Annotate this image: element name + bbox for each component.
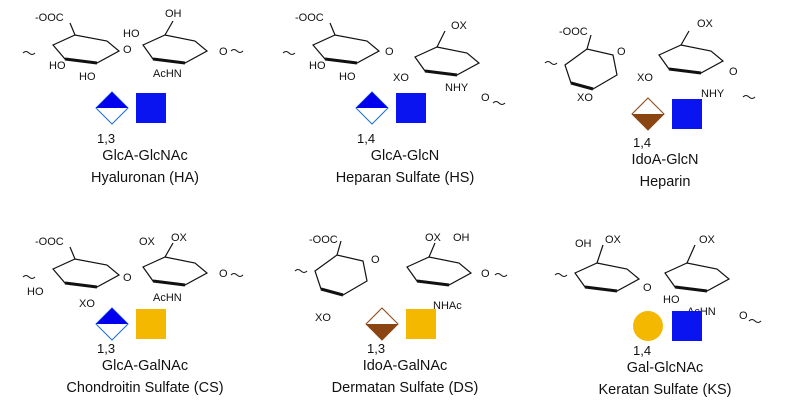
svg-text:XO: XO (79, 298, 95, 310)
structure-glca-glcnac: -OOC HO HO O OH HO AcHN O (22, 8, 244, 83)
svg-text:O: O (617, 46, 626, 58)
panel-heparan-sulfate: -OOC HO HO O OX XO NHY O 1,4 GlcA-GlcN H (275, 5, 535, 210)
snfg-symbols (631, 309, 713, 349)
panel-chondroitin-sulfate: -OOC HO XO O OX OX AcHN O 1,3 GlcA-GalNA… (15, 215, 275, 420)
svg-text:OH: OH (165, 8, 182, 20)
glcn-square-icon (672, 99, 702, 129)
glca-diamond-icon (95, 91, 129, 125)
glcnac-square-icon (672, 311, 702, 341)
svg-text:O: O (219, 46, 228, 58)
snfg-symbols (95, 307, 177, 347)
galnac-square-icon (136, 309, 166, 339)
glca-diamond-icon (95, 307, 129, 341)
gag-name: Heparan Sulfate (HS) (335, 170, 475, 186)
disaccharide-name: GlcA-GlcNAc (102, 148, 188, 164)
svg-text:O: O (371, 254, 380, 266)
disaccharide-name: GlcA-GalNAc (101, 358, 189, 374)
gag-name: Dermatan Sulfate (DS) (331, 380, 479, 396)
linkage-label: 1,3 (97, 341, 116, 356)
svg-text:HO: HO (309, 60, 326, 72)
svg-text:O: O (481, 92, 490, 104)
svg-text:O: O (385, 46, 394, 58)
snfg-symbols (355, 91, 437, 131)
svg-text:-OOC: -OOC (309, 234, 338, 246)
snfg-symbols (631, 97, 713, 137)
galnac-square-icon (406, 309, 436, 339)
svg-text:NHAc: NHAc (433, 300, 462, 312)
svg-text:O: O (123, 44, 132, 56)
svg-text:HO: HO (663, 294, 680, 306)
disaccharide-name: Gal-GlcNAc (626, 360, 704, 376)
linkage-label: 1,4 (633, 343, 652, 358)
svg-text:OX: OX (605, 234, 622, 246)
svg-text:O: O (739, 310, 748, 322)
panel-heparin: -OOC O XO OX XO NHY O 1,4 IdoA-GlcN Hepa… (535, 5, 795, 210)
gag-name: Keratan Sulfate (KS) (598, 382, 732, 398)
gag-name: Hyaluronan (HA) (91, 170, 199, 186)
disaccharide-name: GlcA-GlcN (370, 148, 440, 164)
svg-text:HO: HO (49, 60, 66, 72)
svg-text:OX: OX (699, 234, 716, 246)
svg-text:HO: HO (123, 28, 140, 40)
linkage-label: 1,3 (367, 341, 386, 356)
structure-idoa-glcn: -OOC O XO OX XO NHY O (544, 18, 756, 104)
svg-text:HO: HO (339, 71, 356, 83)
snfg-symbols (95, 91, 177, 131)
svg-text:XO: XO (577, 92, 593, 104)
svg-text:OX: OX (171, 232, 188, 244)
svg-text:O: O (643, 282, 652, 294)
svg-text:NHY: NHY (701, 88, 725, 100)
svg-text:OX: OX (451, 20, 468, 32)
svg-text:O: O (729, 66, 738, 78)
svg-text:O: O (481, 268, 490, 280)
glca-diamond-icon (355, 91, 389, 125)
idoa-diamond-icon (365, 307, 399, 341)
panel-dermatan-sulfate: -OOC O XO OX OH NHAc O 1,3 IdoA-GalNAc D… (275, 215, 535, 420)
linkage-label: 1,4 (633, 135, 652, 150)
svg-text:-OOC: -OOC (35, 236, 64, 248)
svg-text:-OOC: -OOC (559, 26, 588, 38)
svg-text:-OOC: -OOC (35, 12, 64, 24)
svg-text:O: O (123, 272, 132, 284)
svg-text:NHY: NHY (445, 82, 469, 94)
idoa-diamond-icon (631, 97, 665, 131)
gag-name: Heparin (639, 174, 691, 190)
glcn-square-icon (396, 93, 426, 123)
glcnac-square-icon (136, 93, 166, 123)
structure-idoa-galnac: -OOC O XO OX OH NHAc O (294, 232, 508, 324)
structure-glca-galnac: -OOC HO XO O OX OX AcHN O (22, 232, 244, 310)
gag-name: Chondroitin Sulfate (CS) (66, 380, 224, 396)
svg-text:OX: OX (697, 18, 714, 30)
svg-text:HO: HO (79, 71, 96, 83)
svg-text:XO: XO (637, 72, 653, 84)
svg-text:AcHN: AcHN (153, 292, 182, 304)
svg-text:OX: OX (425, 232, 442, 244)
linkage-label: 1,4 (357, 131, 376, 146)
snfg-symbols (365, 307, 447, 347)
gal-circle-icon (633, 311, 663, 341)
svg-text:OH: OH (575, 238, 592, 250)
panel-hyaluronan: -OOC HO HO O OH HO AcHN O 1,3 GlcA-GlcNA… (15, 5, 275, 210)
svg-text:HO: HO (27, 286, 44, 298)
panel-keratan-sulfate: OH OX O OX HO AcHN O 1,4 Gal-GlcNAc Kera… (535, 215, 795, 420)
structure-glca-glcn: -OOC HO HO O OX XO NHY O (282, 12, 506, 105)
svg-text:O: O (219, 268, 228, 280)
svg-text:OX: OX (139, 236, 156, 248)
disaccharide-name: IdoA-GlcN (631, 152, 699, 168)
svg-text:OH: OH (453, 232, 470, 244)
linkage-label: 1,3 (97, 131, 116, 146)
disaccharide-name: IdoA-GalNAc (362, 358, 448, 374)
svg-text:XO: XO (315, 312, 331, 324)
svg-text:-OOC: -OOC (295, 12, 324, 24)
svg-text:XO: XO (393, 72, 409, 84)
svg-text:AcHN: AcHN (153, 68, 182, 80)
